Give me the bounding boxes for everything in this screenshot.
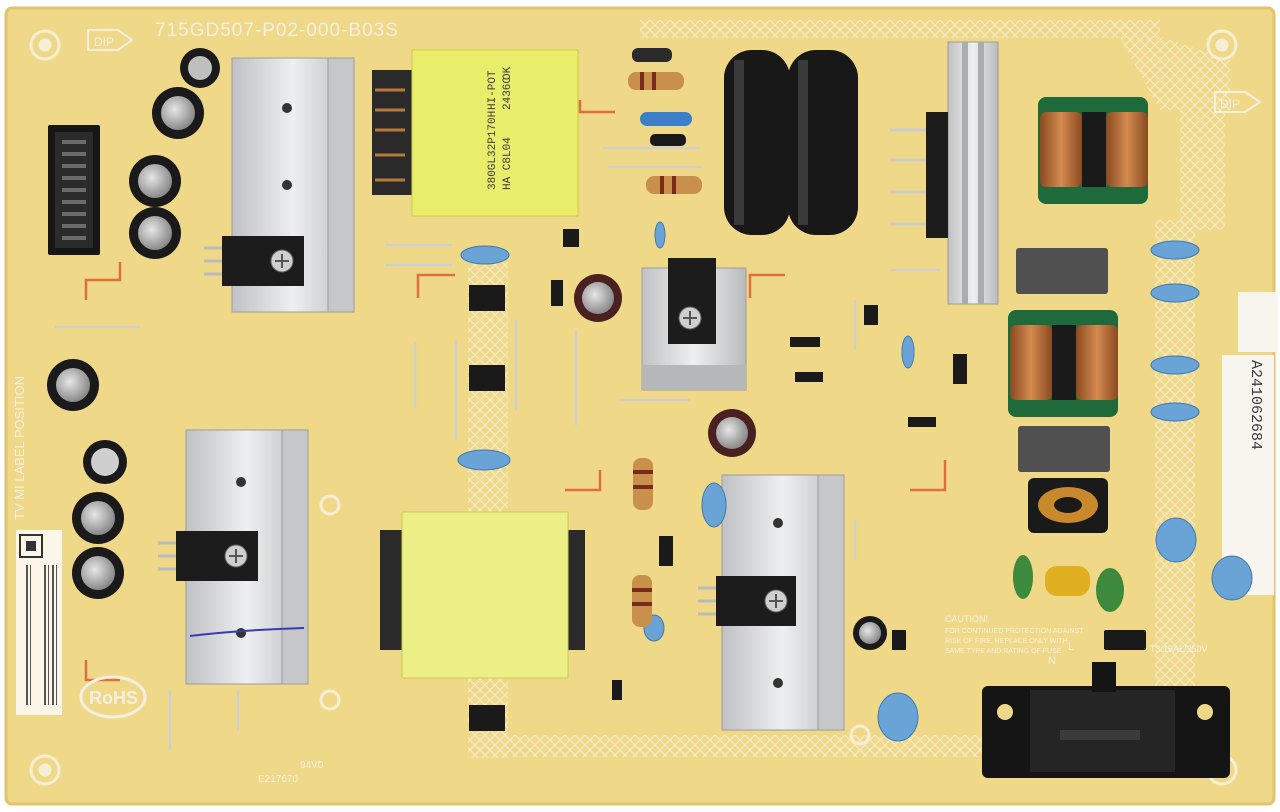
jumper-wires [55,146,940,750]
svg-text:HI-POT: HI-POT [487,70,499,110]
svg-text:SAME TYPE AND RATING OF FUSE: SAME TYPE AND RATING OF FUSE [945,648,1062,655]
line-label-n: N [1048,655,1056,667]
hatched-isolation-areas [468,20,1230,758]
rohs-logo: RoHS [79,675,147,719]
svg-text:380GL32P170H: 380GL32P170H [487,111,499,190]
bulk-capacitor-c9801 [724,50,790,235]
svg-text:DIP: DIP [94,35,114,49]
ac-input-connector [982,662,1230,778]
barcode-sticker-left [16,530,62,715]
svg-text:RoHS: RoHS [89,688,138,708]
fuse-rating-text: T3.15AL/250V [1150,644,1208,654]
optocouplers [469,285,505,731]
svg-text:HA C8L04: HA C8L04 [502,137,514,190]
resistors [628,48,702,627]
green-varistors [1013,555,1124,612]
common-mode-choke-bottom [1008,310,1118,417]
board-part-number: 715GD507-P02-000-B03S [155,20,399,41]
y-capacitors [457,221,1253,742]
mosfet-center [668,258,716,344]
orange-silkscreen-markers [84,100,947,682]
common-mode-choke-top [1038,97,1148,204]
small-diodes [551,229,967,700]
svg-text:DIP: DIP [1220,97,1240,111]
electrolytic-capacitors [47,48,887,650]
connector-cn9101 [48,125,100,255]
ul-mark-file: E217670 [258,774,298,785]
svg-text:RISK OF FIRE, REPLACE ONLY WIT: RISK OF FIRE, REPLACE ONLY WITH [945,638,1068,645]
toroid-inductor [1028,478,1108,533]
transistor-q8801 [698,576,796,626]
transformer-standby [380,511,585,679]
svg-text:FOR CONTINUED PROTECTION AGAIN: FOR CONTINUED PROTECTION AGAINST [945,628,1084,635]
white-sticker-top-right [1238,292,1278,352]
heatsink-bridge-rectifier [947,41,999,305]
dip-mark-right: DIP [1214,91,1262,113]
transistor-q8626 [158,531,258,581]
transformer-main: 380GL32P170H HA C8L04 HI-POT 2436C OK [372,49,579,217]
dip-mark-left: DIP [87,29,134,51]
bulk-capacitor-c9802 [788,50,858,235]
svg-text:CAUTION!: CAUTION! [945,614,988,624]
svg-text:OK: OK [502,66,514,80]
fuse [1104,630,1146,650]
caution-text-block: CAUTION! FOR CONTINUED PROTECTION AGAINS… [945,614,1084,655]
label-position-text: TV MI LABEL POSITION [12,376,27,520]
ul-mark-94v0: 94V0 [300,760,324,771]
svg-text:A241062684: A241062684 [1247,360,1264,450]
line-label-l: L [1068,641,1074,653]
serial-sticker: A241062684 [1222,355,1274,595]
bridge-rectifier [890,112,948,238]
yellow-capacitor [1045,566,1090,596]
svg-text:2436C: 2436C [502,77,514,110]
transistor-q9101 [204,236,304,286]
x-capacitors [1016,248,1110,472]
